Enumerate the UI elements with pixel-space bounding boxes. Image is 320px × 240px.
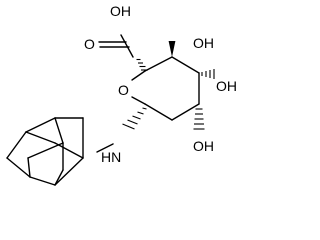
molecule-structure: OH O O OH OH OH HN (6, 3, 237, 186)
bond-c2-c1 (171, 103, 200, 121)
bond-ad-12 (27, 142, 64, 159)
bond-c1-anomeric (144, 103, 173, 121)
bond-ad-2 (25, 131, 56, 144)
c4-oh-label: OH (193, 35, 214, 51)
c2-oh-label: OH (193, 138, 214, 154)
bond-ad-4 (6, 157, 31, 178)
c3-oh-label: OH (216, 78, 237, 94)
bond-ad-6 (54, 157, 84, 186)
bond-carboxyl-c-oh (120, 34, 134, 58)
bond-ad-3 (6, 131, 27, 159)
carboxyl-oh-label: OH (110, 3, 131, 19)
bond-ad-5 (29, 176, 56, 186)
wedge-bond-c4-oh (168, 41, 176, 57)
bond-n-adamantyl (96, 143, 114, 153)
stereo-bonds (122, 41, 215, 130)
bond-c4-c3 (171, 56, 200, 74)
bond-ad-7 (25, 117, 56, 133)
amine-nh-label: HN (101, 149, 121, 165)
hashed-bond-anomeric-n (122, 107, 147, 130)
bond-c5-c4 (144, 56, 173, 72)
ring-o-label: O (118, 82, 129, 98)
hashed-bond-c2-oh (193, 108, 205, 130)
carbonyl-o-label: O (84, 36, 95, 52)
bond-ad-11 (27, 157, 31, 178)
amine-h-label: H (101, 149, 111, 165)
bond-ring-o-anomeric (131, 96, 146, 105)
bonds (6, 34, 200, 186)
hashed-bond-c5-carboxyl (136, 58, 148, 71)
bond-ad-14 (54, 169, 64, 186)
bond-ad-8 (54, 117, 64, 144)
hashed-bond-c3-oh (201, 69, 215, 79)
bond-c5-ring-o (131, 70, 146, 81)
amine-n-label: N (111, 149, 121, 165)
atom-labels: OH O O OH OH OH HN (84, 3, 237, 165)
bond-ad-1 (54, 142, 84, 159)
